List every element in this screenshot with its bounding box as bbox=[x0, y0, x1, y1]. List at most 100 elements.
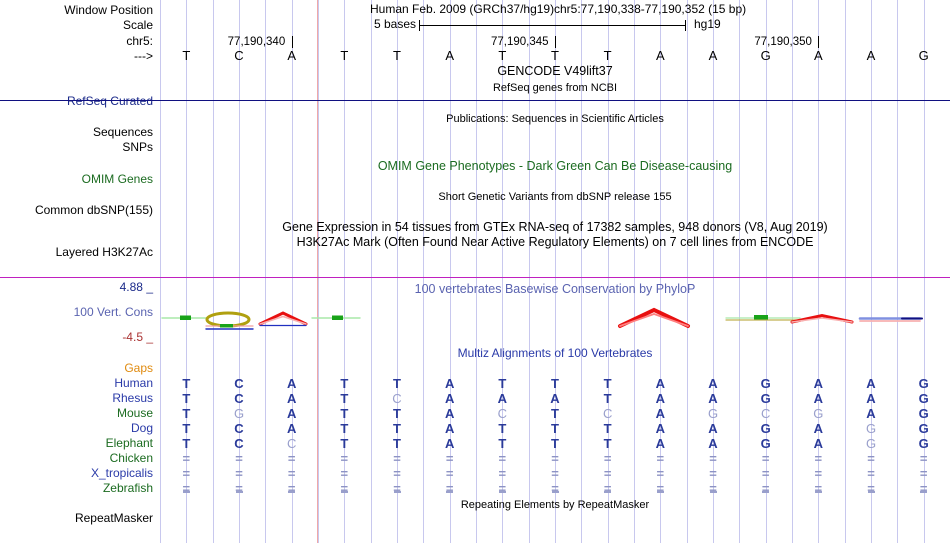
alignment-base: T bbox=[551, 436, 559, 451]
alignment-base: T bbox=[603, 421, 612, 436]
alignment-base: T bbox=[340, 436, 349, 451]
alignment-base: G bbox=[707, 406, 719, 421]
repeat-tick bbox=[498, 491, 506, 493]
reference-base: T bbox=[340, 48, 349, 63]
label-omim-genes[interactable]: OMIM Genes bbox=[81, 172, 153, 186]
track-title-gencode[interactable]: GENCODE V49lift37 bbox=[497, 64, 613, 78]
alignment-base: G bbox=[760, 421, 771, 436]
track-title-publications[interactable]: Publications: Sequences in Scientific Ar… bbox=[446, 113, 664, 125]
repeat-tick bbox=[604, 491, 612, 493]
track-title-omim[interactable]: OMIM Gene Phenotypes - Dark Green Can Be… bbox=[377, 159, 733, 173]
label-common-dbsnp[interactable]: Common dbSNP(155) bbox=[34, 203, 153, 217]
alignment-base: T bbox=[551, 421, 559, 436]
alignment-gap: = bbox=[445, 481, 454, 496]
species-label-zebrafish[interactable]: Zebrafish bbox=[102, 481, 153, 495]
alignment-base: A bbox=[286, 391, 297, 406]
alignment-row[interactable]: =============== bbox=[160, 451, 950, 466]
alignment-base: C bbox=[234, 376, 244, 391]
alignment-gap: = bbox=[235, 451, 243, 466]
phylop-wiggle-svg bbox=[161, 307, 923, 330]
alignment-base: T bbox=[182, 421, 191, 436]
species-label-mouse[interactable]: Mouse bbox=[116, 406, 153, 420]
alignment-gap: = bbox=[761, 481, 770, 496]
alignment-base: T bbox=[498, 436, 507, 451]
repeat-tick bbox=[551, 491, 559, 493]
label-100-vert-cons[interactable]: 100 Vert. Cons bbox=[73, 305, 153, 319]
alignment-base: T bbox=[182, 436, 191, 451]
cons-axis-max: 4.88 _ bbox=[119, 280, 153, 294]
repeat-tick bbox=[814, 491, 822, 493]
label-gaps[interactable]: Gaps bbox=[124, 361, 153, 375]
track-title-multiz[interactable]: Multiz Alignments of 100 Vertebrates bbox=[457, 346, 653, 360]
alignment-gap: = bbox=[340, 451, 349, 466]
alignment-row[interactable]: =============== bbox=[160, 481, 950, 496]
coordinate-label: 77,190,345 bbox=[491, 36, 549, 48]
species-label-elephant[interactable]: Elephant bbox=[105, 436, 153, 450]
alignment-gap: = bbox=[656, 481, 665, 496]
track-title-repeats[interactable]: Repeating Elements by RepeatMasker bbox=[460, 499, 650, 511]
alignment-base: A bbox=[708, 421, 718, 436]
reference-base: A bbox=[813, 48, 823, 63]
alignment-base: A bbox=[444, 421, 455, 436]
alignment-base: T bbox=[340, 376, 349, 391]
alignment-base: A bbox=[708, 376, 718, 391]
label-scale[interactable]: Scale bbox=[122, 18, 153, 32]
alignment-base: G bbox=[865, 421, 877, 436]
reference-base: A bbox=[287, 48, 296, 63]
alignment-base: A bbox=[655, 376, 666, 391]
species-label-dog[interactable]: Dog bbox=[130, 421, 153, 435]
track-title-phylop[interactable]: 100 vertebrates Basewise Conservation by… bbox=[414, 282, 696, 296]
repeat-tick bbox=[446, 491, 454, 493]
label-refseq-curated[interactable]: RefSeq Curated bbox=[66, 94, 153, 108]
alignment-gap: = bbox=[867, 466, 875, 481]
coordinate-tick bbox=[555, 36, 556, 48]
alignment-base: G bbox=[918, 406, 929, 421]
scale-bar-label: 5 bases bbox=[374, 17, 417, 31]
alignment-gap: = bbox=[182, 481, 191, 496]
track-title-gtex[interactable]: Gene Expression in 54 tissues from GTEx … bbox=[282, 220, 828, 234]
alignment-gap: = bbox=[498, 466, 507, 481]
alignment-gap: = bbox=[393, 451, 401, 466]
repeatmasker-track[interactable] bbox=[160, 489, 950, 497]
alignment-gap: = bbox=[761, 466, 770, 481]
alignment-base: T bbox=[393, 421, 401, 436]
alignment-base: T bbox=[603, 436, 612, 451]
alignment-base: T bbox=[393, 436, 401, 451]
track-title-h3k27ac[interactable]: H3K27Ac Mark (Often Found Near Active Re… bbox=[296, 235, 814, 249]
alignment-base: T bbox=[182, 376, 191, 391]
alignment-base: A bbox=[286, 406, 297, 421]
alignment-gap: = bbox=[919, 451, 928, 466]
species-label-chicken[interactable]: Chicken bbox=[109, 451, 153, 465]
alignment-base: G bbox=[918, 436, 929, 451]
reference-base: T bbox=[182, 48, 191, 63]
reference-base: T bbox=[393, 48, 401, 63]
label-window-position[interactable]: Window Position bbox=[64, 3, 153, 17]
alignment-base: T bbox=[603, 391, 612, 406]
species-label-x_tropicalis[interactable]: X_tropicalis bbox=[90, 466, 153, 480]
alignment-base: T bbox=[393, 406, 401, 421]
label-repeatmasker[interactable]: RepeatMasker bbox=[74, 511, 153, 525]
alignment-base: T bbox=[551, 376, 559, 391]
species-label-rhesus[interactable]: Rhesus bbox=[112, 391, 153, 405]
label-snps[interactable]: SNPs bbox=[122, 140, 153, 154]
track-title-refseq-ncbi[interactable]: RefSeq genes from NCBI bbox=[492, 82, 618, 94]
alignment-row[interactable]: =============== bbox=[160, 466, 950, 481]
alignment-gap: = bbox=[656, 451, 665, 466]
alignment-base: A bbox=[655, 391, 666, 406]
track-title-dbsnp[interactable]: Short Genetic Variants from dbSNP releas… bbox=[438, 191, 672, 203]
alignment-base: T bbox=[182, 391, 191, 406]
assembly-title: Human Feb. 2009 (GRCh37/hg19) bbox=[370, 2, 555, 16]
alignment-base: A bbox=[655, 436, 666, 451]
alignment-base: A bbox=[813, 391, 824, 406]
conservation-plot[interactable] bbox=[160, 300, 950, 340]
species-label-human[interactable]: Human bbox=[114, 376, 153, 390]
label-layered-h3k27ac[interactable]: Layered H3K27Ac bbox=[55, 245, 153, 259]
label-sequences[interactable]: Sequences bbox=[92, 125, 153, 139]
alignment-base: A bbox=[866, 376, 876, 391]
